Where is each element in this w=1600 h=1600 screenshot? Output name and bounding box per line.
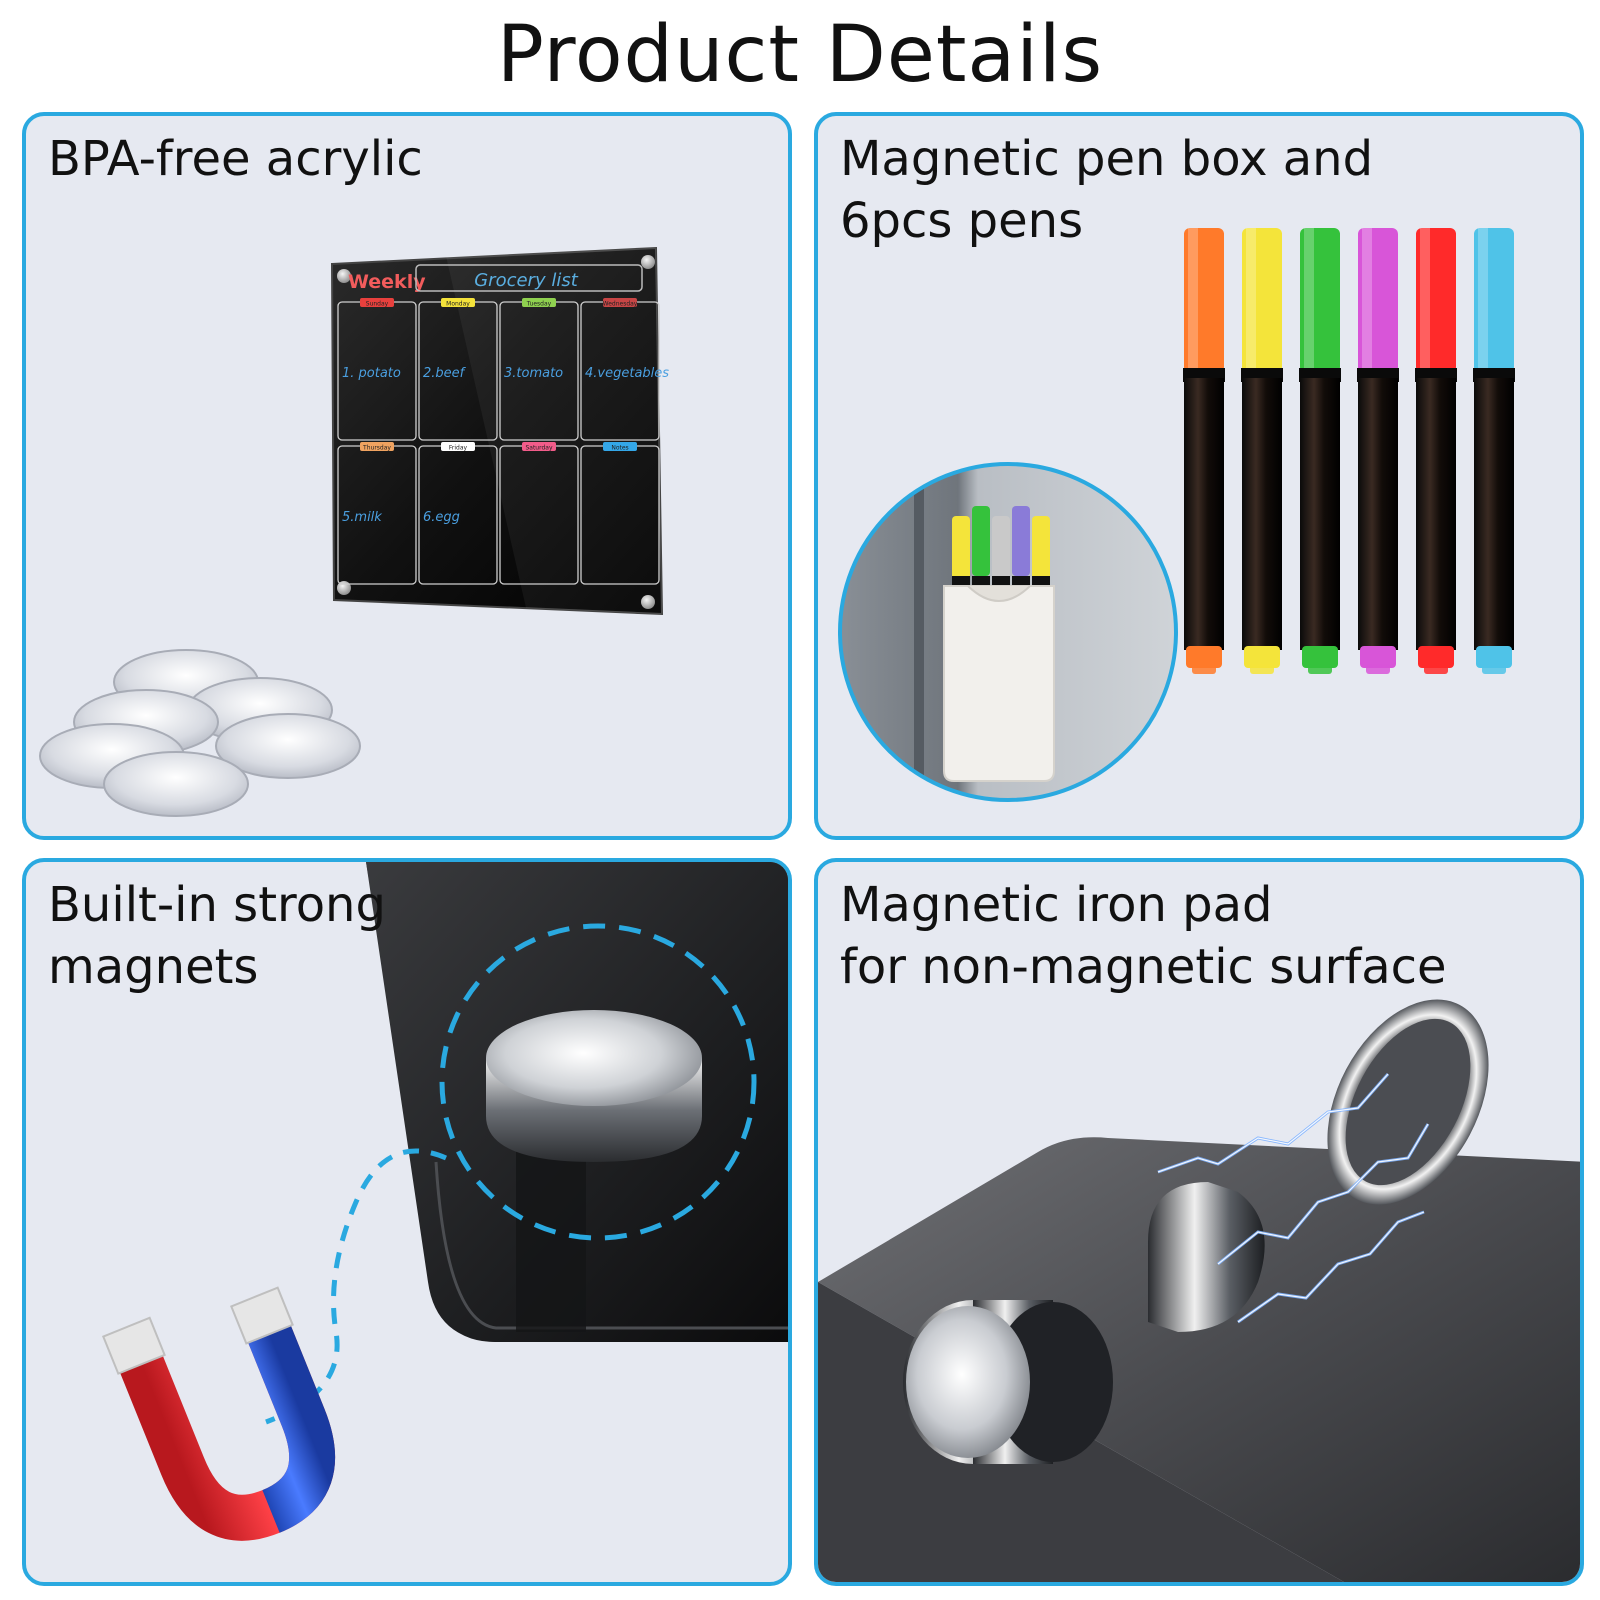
marker-pen-icon: [1183, 228, 1225, 674]
caption-line: for non-magnetic surface: [840, 939, 1447, 995]
board-item-text: 6.egg: [423, 510, 460, 525]
board-cell: Saturday: [499, 442, 579, 585]
board-day-label: Saturday: [525, 445, 552, 452]
magnets-illustration: [101, 862, 788, 1541]
panel-magnetic-iron-pad: Magnetic iron pad for non-magnetic surfa…: [814, 858, 1584, 1586]
board-cell: Friday 6.egg: [418, 442, 498, 585]
board-cell: Tuesday 3.tomato: [499, 298, 579, 441]
board-cell: Notes: [580, 442, 660, 585]
panel-bpa-free-acrylic: BPA-free acrylic Weekly: [22, 112, 792, 840]
caption-line: BPA-free acrylic: [48, 131, 423, 187]
round-magnet-illustration: [486, 1010, 702, 1162]
board-day-label: Sunday: [366, 301, 389, 308]
board-item-text: 5.milk: [342, 510, 382, 525]
panel-magnetic-pen-box: Magnetic pen box and 6pcs pens: [814, 112, 1584, 840]
corner-stud-icon: [337, 269, 351, 283]
panel-built-in-magnets: Built-in strong magnets: [22, 858, 792, 1586]
board-day-label: Thursday: [362, 445, 391, 452]
marker-pen-icon: [1473, 228, 1515, 674]
panel-caption: Magnetic pen box and 6pcs pens: [840, 128, 1373, 252]
pens-illustration: [838, 228, 1515, 802]
board-item-text: 2.beef: [423, 366, 467, 381]
board-item-text: 3.tomato: [504, 366, 563, 381]
horseshoe-magnet-icon: [101, 1286, 336, 1541]
board-day-label: Monday: [446, 301, 470, 308]
board-day-label: Notes: [611, 445, 628, 452]
marker-pen-icon: [1415, 228, 1457, 674]
corner-stud-icon: [641, 255, 655, 269]
corner-stud-icon: [641, 595, 655, 609]
board-day-label: Friday: [449, 445, 468, 452]
board-grocery-label: Grocery list: [474, 270, 578, 291]
panel-caption: Built-in strong magnets: [48, 874, 386, 998]
front-magnet-illustration: [903, 1300, 1113, 1464]
marker-pen-icon: [1241, 228, 1283, 674]
board-cell: Thursday 5.milk: [337, 442, 417, 585]
caption-line: Magnetic pen box and: [840, 131, 1374, 187]
caption-line: magnets: [48, 939, 259, 995]
back-magnet-illustration: [1148, 1182, 1265, 1332]
marker-pens-group: [1183, 228, 1515, 674]
board-item-text: 1. potato: [342, 366, 401, 381]
board-cell: Monday 2.beef: [418, 298, 498, 441]
board-day-label: Wednesday: [603, 301, 638, 308]
iron-pad-illustration: [818, 999, 1580, 1582]
iron-pad-icon: [1327, 999, 1489, 1205]
board-day-label: Tuesday: [526, 301, 552, 308]
highlight-circle: [439, 923, 757, 1241]
acrylic-board-illustration: Weekly Grocery list Sunday 1. potato Monda…: [39, 246, 669, 817]
caption-line: 6pcs pens: [840, 193, 1084, 249]
board-weekly-label: Weekly: [348, 271, 426, 293]
panel-caption: BPA-free acrylic: [48, 128, 423, 190]
board-item-text: 4.vegetables: [585, 366, 669, 381]
page-title: Product Details: [496, 10, 1104, 100]
pen-box-on-fridge-illustration: [840, 464, 1176, 800]
marker-pen-icon: [1299, 228, 1341, 674]
board-cell: Wednesday 4.vegetables: [580, 298, 669, 441]
caption-line: Built-in strong: [48, 877, 386, 933]
acrylic-discs-illustration: [39, 649, 361, 817]
panel-caption: Magnetic iron pad for non-magnetic surfa…: [840, 874, 1447, 998]
caption-line: Magnetic iron pad: [840, 877, 1273, 933]
marker-pen-icon: [1357, 228, 1399, 674]
board-cell: Sunday 1. potato: [337, 298, 417, 441]
